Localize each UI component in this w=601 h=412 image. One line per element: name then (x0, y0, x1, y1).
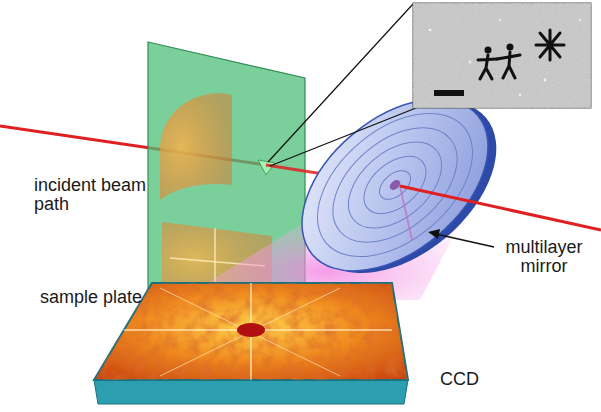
plate-reflection (160, 93, 232, 200)
beam (400, 186, 601, 230)
inset-leader (270, 108, 416, 166)
ccd-housing (94, 380, 408, 404)
beam-label: incident beam path (34, 176, 152, 214)
mirror-label: multilayer mirror (498, 238, 590, 276)
plate-label: sample plate (40, 288, 150, 307)
ccd-label: CCD (440, 370, 500, 389)
leader-arrow (428, 229, 494, 247)
sem-inset (413, 3, 591, 108)
scale-bar (434, 90, 464, 96)
